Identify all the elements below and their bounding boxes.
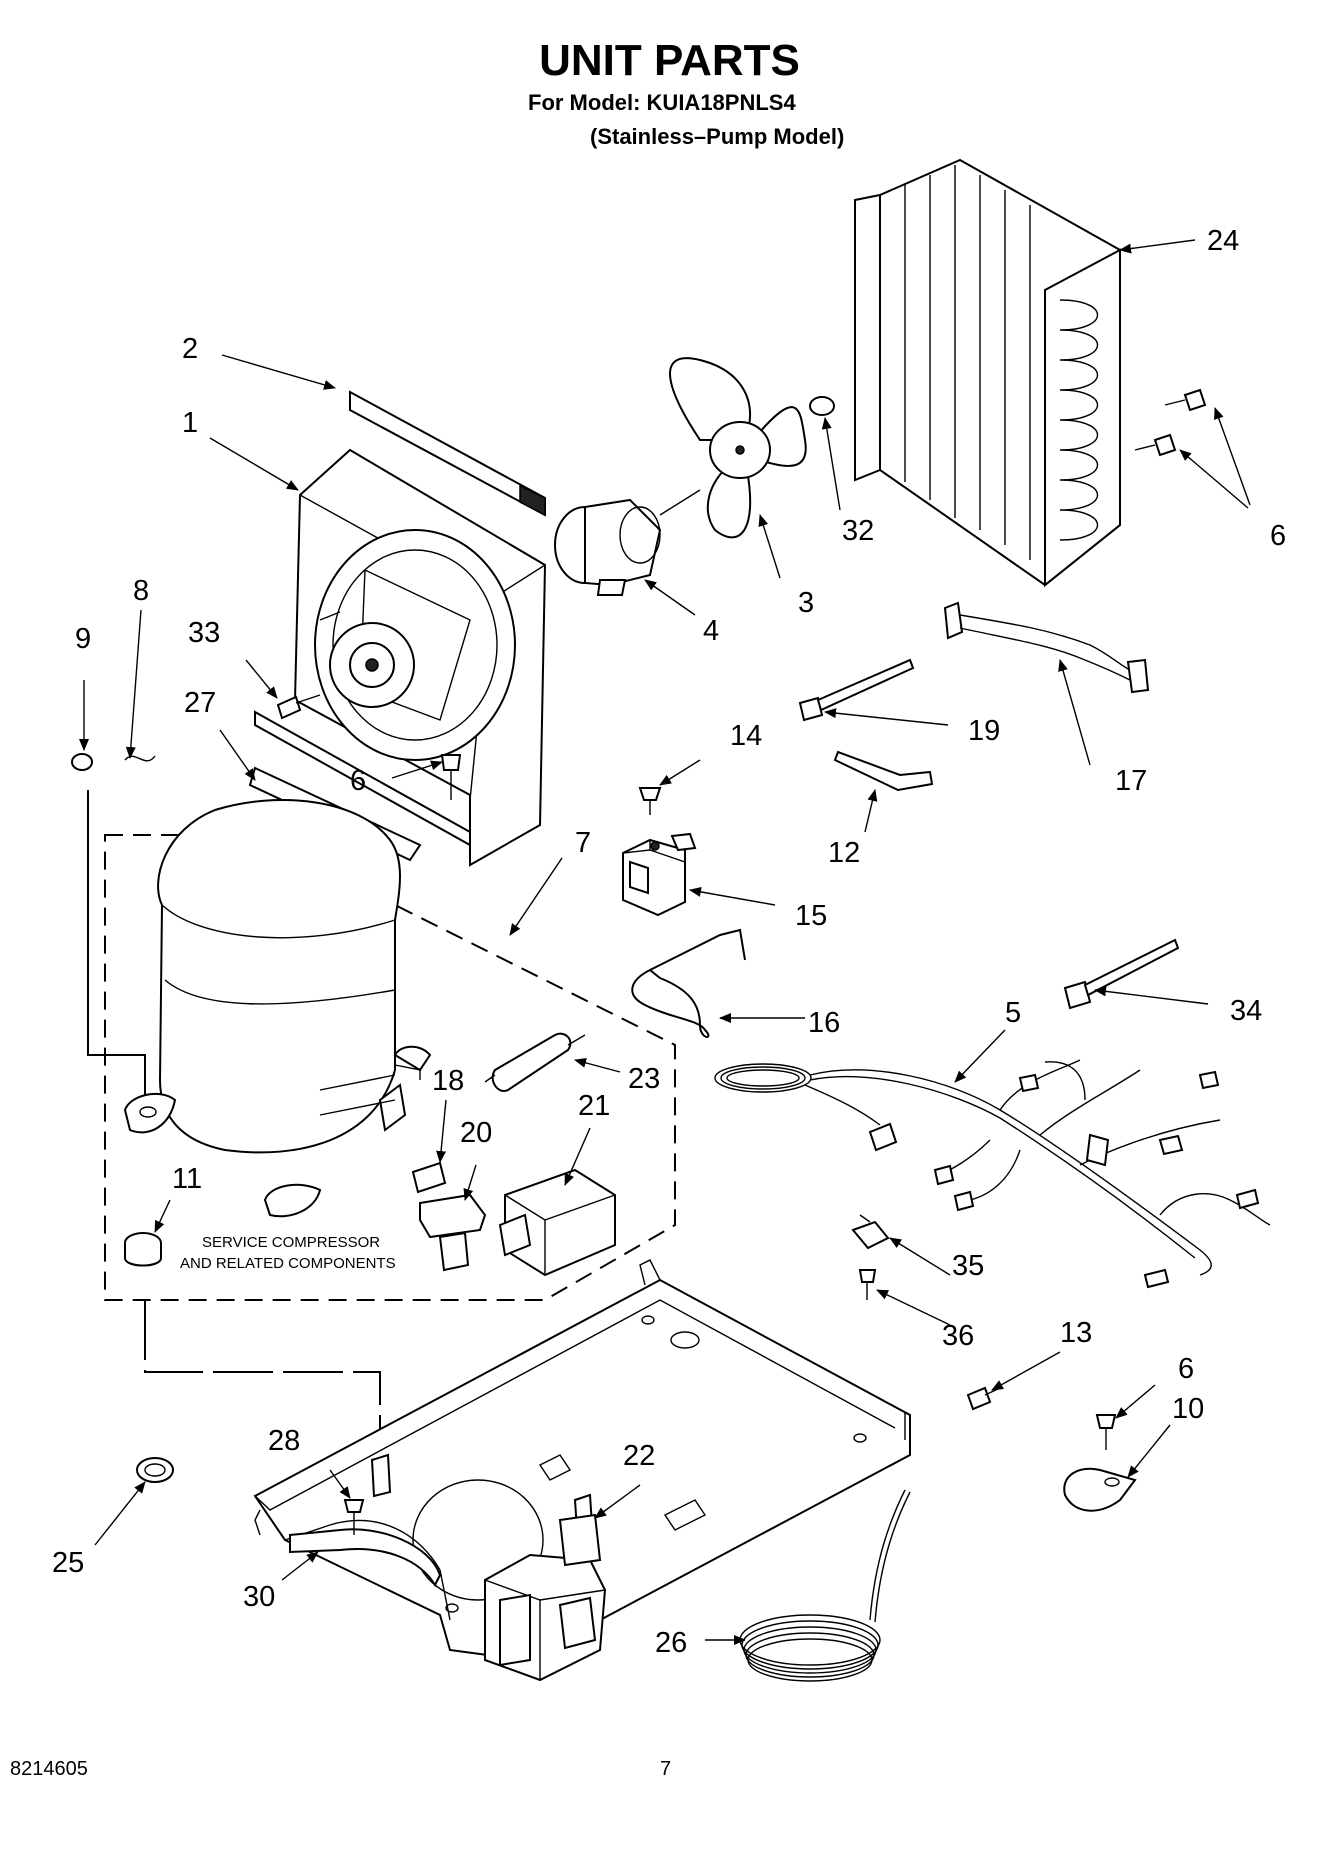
condenser-part <box>854 158 1121 588</box>
page-title: UNIT PARTS <box>539 36 800 85</box>
screw-6-condenser-part <box>1134 388 1207 457</box>
service-note-line-2: AND RELATED COMPONENTS <box>180 1255 396 1272</box>
callout-17: 17 <box>1115 765 1147 797</box>
page-number: 7 <box>660 1758 672 1780</box>
callout-35: 35 <box>952 1250 984 1282</box>
screw-6-shroud-part <box>440 754 462 800</box>
bracket-16-part <box>631 928 746 1038</box>
washer-32-part <box>809 396 835 416</box>
fan-blade-part <box>669 357 807 539</box>
cable-tie-19-part <box>798 658 915 722</box>
service-note-line-1: SERVICE COMPRESSOR <box>202 1234 380 1251</box>
wire-harness-17-part <box>943 601 1150 694</box>
callout-28: 28 <box>268 1425 300 1457</box>
solenoid-15-part <box>622 832 697 917</box>
screw-6-clip-part <box>1095 1414 1117 1450</box>
ground-terminal-part <box>370 1453 392 1498</box>
tube-12-part <box>833 750 934 792</box>
callout-6-shroud: 6 <box>350 765 366 797</box>
callout-11: 11 <box>172 1163 202 1195</box>
callout-16: 16 <box>808 1007 840 1039</box>
fan-motor-part <box>554 489 701 596</box>
callout-4: 4 <box>703 615 719 647</box>
callout-12: 12 <box>828 837 860 869</box>
callout-3: 3 <box>798 587 814 619</box>
leader-lines <box>79 239 1251 1645</box>
screw-14-part <box>638 787 662 815</box>
clamp-25-part <box>136 1457 174 1483</box>
callout-36: 36 <box>942 1320 974 1352</box>
callout-10: 10 <box>1172 1393 1204 1425</box>
tubing-26-part <box>739 1489 911 1682</box>
callout-27: 27 <box>184 687 216 719</box>
grommet-11-part <box>124 1232 162 1267</box>
callout-14: 14 <box>730 720 762 752</box>
callout-34: 34 <box>1230 995 1262 1027</box>
callout-13: 13 <box>1060 1317 1092 1349</box>
screw-36-part <box>858 1269 877 1300</box>
callout-7: 7 <box>575 827 591 859</box>
callout-30: 30 <box>243 1581 275 1613</box>
cable-tie-34-part <box>1063 938 1180 1010</box>
screw-28-part <box>343 1499 365 1535</box>
wire-harness-5-part <box>714 1059 1271 1289</box>
callout-25: 25 <box>52 1547 84 1579</box>
document-number: 8214605 <box>10 1758 88 1780</box>
overload-clip-18-part <box>411 1161 447 1194</box>
callout-9: 9 <box>75 623 91 655</box>
relay-20-part <box>419 1193 487 1272</box>
fan-shroud-part <box>254 448 547 867</box>
callout-23: 23 <box>628 1063 660 1095</box>
ground-wire <box>87 790 146 1125</box>
drain-line-30-part <box>289 1528 442 1588</box>
callout-26: 26 <box>655 1627 687 1659</box>
grommet-9-part <box>71 753 93 771</box>
callout-21: 21 <box>578 1090 610 1122</box>
callout-19: 19 <box>968 715 1000 747</box>
screw-33-part <box>276 694 321 720</box>
callout-numbers: 1 2 3 4 5 6 6 6 7 8 9 10 11 12 13 14 15 … <box>52 225 1286 1659</box>
drier-23-part <box>484 1032 586 1092</box>
callout-20: 20 <box>460 1117 492 1149</box>
callout-5: 5 <box>1005 997 1021 1029</box>
callout-33: 33 <box>188 617 220 649</box>
callout-2: 2 <box>182 333 198 365</box>
pump-22-part <box>484 1493 607 1682</box>
clip-10-part <box>1063 1467 1137 1512</box>
bracket-35-part <box>851 1214 890 1250</box>
callout-1: 1 <box>182 407 198 439</box>
gasket-strip-part <box>349 390 546 517</box>
callout-18: 18 <box>432 1065 464 1097</box>
electrical-box-21-part <box>498 1168 616 1277</box>
ground-wire-lower <box>144 1300 381 1445</box>
compressor-part <box>123 799 432 1218</box>
callout-8: 8 <box>133 575 149 607</box>
callout-22: 22 <box>623 1440 655 1472</box>
bolt-13-part <box>966 1386 1001 1411</box>
callout-6-condenser: 6 <box>1270 520 1286 552</box>
callout-24: 24 <box>1207 225 1239 257</box>
variant-label: (Stainless–Pump Model) <box>590 124 845 149</box>
callout-32: 32 <box>842 515 874 547</box>
callout-6-clip: 6 <box>1178 1353 1194 1385</box>
model-label: For Model: KUIA18PNLS4 <box>528 90 796 115</box>
callout-15: 15 <box>795 900 827 932</box>
